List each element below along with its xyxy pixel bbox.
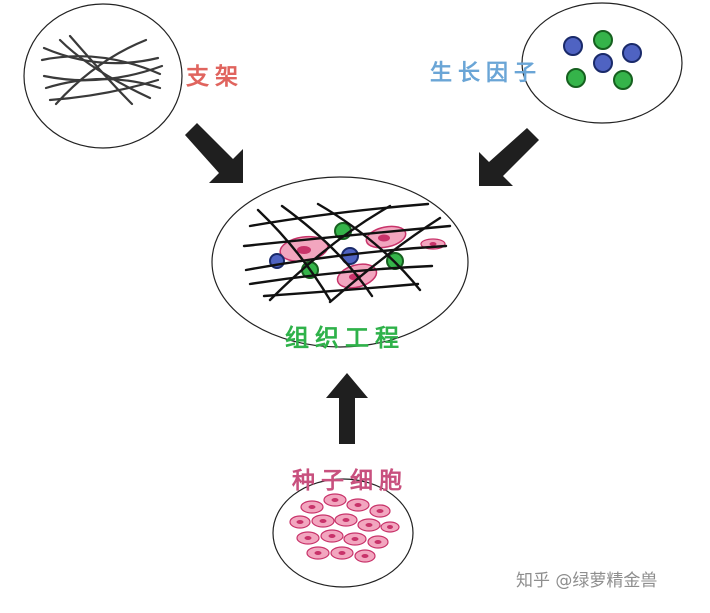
seed-cells [289,493,400,563]
watermark: 知乎 @绿萝精金兽 [516,571,658,591]
growth-factor-green-1 [593,30,613,50]
arrow-scaffold-to-tissue [185,123,243,183]
tissue-engineering-circle [211,176,469,348]
arrow-growth-to-tissue [479,128,539,186]
growth-factor-circle [521,2,683,124]
tissue-engineering-label: 组织工程 [285,324,405,352]
growth-factor-green-3 [613,70,633,90]
growth-factor-blue-3 [593,53,613,73]
seed-cells-circle [272,478,414,588]
scaffold-label: 支架 [186,64,244,90]
arrow-seed-to-tissue [326,373,368,444]
growth-factor-green-2 [566,68,586,88]
growth-factor-blue-1 [563,36,583,56]
scaffold-fibers [40,34,164,106]
seed-cells-label: 种子细胞 [292,468,408,494]
growth-factor-label: 生长因子 [430,61,543,86]
tissue-fibers [242,202,452,304]
growth-factor-blue-2 [622,43,642,63]
seed-cell-nuclei [296,498,393,558]
scaffold-circle [23,3,183,149]
